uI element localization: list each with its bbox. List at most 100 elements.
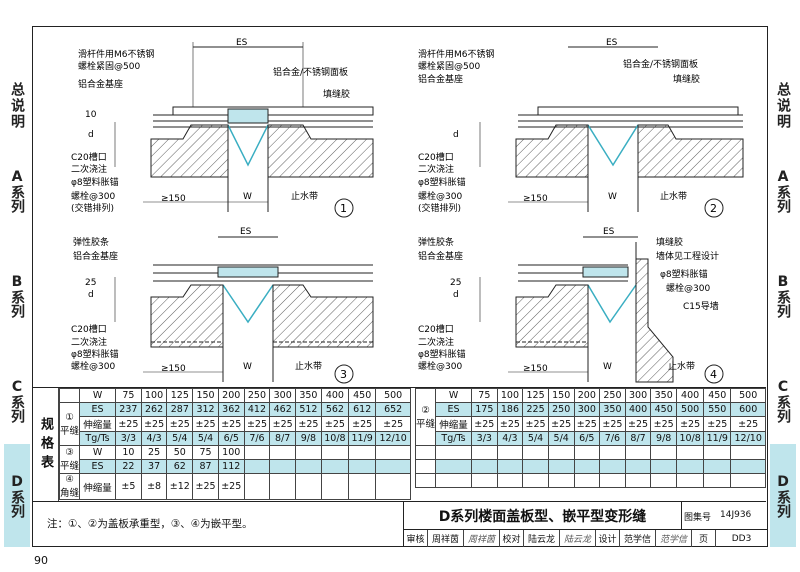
signature-row: 审核 周祥茵 周祥茵 校对 陆云龙 陆云龙 设计 范学信 范学信 页 DD3: [404, 530, 767, 547]
cell: 6/5: [217, 431, 245, 446]
cell: ±25: [243, 416, 271, 432]
cell: ±25: [624, 416, 652, 432]
series-c[interactable]: C系列: [9, 379, 25, 423]
note: 注：①、②为盖板承重型，③、④为嵌平型。: [47, 518, 253, 530]
label-rubber-strip: 弹性胶条: [418, 236, 454, 248]
label-anchor: φ8塑料胀锚: [71, 176, 119, 188]
label-rubber-strip: 弹性胶条: [73, 236, 109, 248]
dim-min150: ≥150: [523, 194, 548, 204]
series-general[interactable]: 总说明: [775, 82, 791, 130]
dim-min150: ≥150: [161, 194, 186, 204]
series-b[interactable]: B系列: [9, 274, 25, 318]
tag: [58, 388, 81, 403]
designer-name: 范学信: [620, 530, 656, 547]
label-base: 铝合金基座: [418, 73, 463, 85]
cell: 100: [496, 388, 524, 403]
spec-label: 规格表: [33, 388, 59, 502]
cell: ES: [79, 402, 117, 417]
cell: ES: [79, 459, 117, 474]
cell: 37: [140, 459, 168, 474]
cell: Tg/Ts: [435, 431, 473, 446]
label-anchor: φ8塑料胀锚: [418, 176, 466, 188]
cell: 7/6: [243, 431, 271, 446]
cell: 50: [166, 445, 194, 460]
label-base: 铝合金基座: [418, 250, 463, 262]
cell: ±25: [217, 473, 245, 500]
designer-label: 设计: [596, 530, 620, 547]
cell: 100: [217, 445, 245, 460]
cell: 9/8: [295, 431, 322, 446]
dim-10: 10: [85, 110, 97, 120]
series-a[interactable]: A系列: [9, 169, 25, 213]
cell: 10/8: [676, 431, 705, 446]
cell: 伸缩量: [79, 416, 117, 432]
cell: 5/4: [166, 431, 194, 446]
cell: Tg/Ts: [79, 431, 117, 446]
cell: ±25: [703, 416, 732, 432]
cell: 75: [192, 445, 219, 460]
cell: 250: [547, 402, 575, 417]
es-dim: ES: [240, 227, 252, 237]
cell: 262: [140, 402, 168, 417]
label-anchor-spacing: 螺栓@300: [418, 190, 462, 202]
cell: 6/5: [573, 431, 601, 446]
series-b[interactable]: B系列: [775, 274, 791, 318]
label-anchor: φ8塑料胀锚: [418, 348, 466, 360]
label-waterstop: 止水带: [291, 190, 318, 202]
cell: 250: [599, 388, 626, 403]
drawing-title: D系列楼面盖板型、嵌平型变形缝: [404, 502, 682, 530]
label-bolt-spacing: 螺栓紧固@500: [418, 60, 480, 72]
cell: 500: [375, 388, 411, 403]
cell: 62: [166, 459, 194, 474]
cell: 652: [375, 402, 411, 417]
series-general[interactable]: 总说明: [9, 82, 25, 130]
cell: ±25: [650, 416, 678, 432]
es-dim: ES: [603, 227, 615, 237]
cell: 12/10: [375, 431, 411, 446]
label-sealant: 填缝胶: [323, 88, 350, 100]
dim-w: W: [243, 192, 252, 202]
cell: 562: [320, 402, 350, 417]
cell: ±25: [676, 416, 705, 432]
series-c[interactable]: C系列: [775, 379, 791, 423]
cell: 175: [471, 402, 498, 417]
label-anchor-spacing: 螺栓@300: [418, 360, 462, 372]
label-anchor: φ8塑料胀锚: [71, 348, 119, 360]
label-anchor-spacing: 螺栓@300: [71, 360, 115, 372]
atlas-no: 14J936: [720, 510, 752, 520]
cell: 250: [243, 388, 271, 403]
label-sealant: 填缝胶: [673, 73, 700, 85]
cell: ±25: [140, 416, 168, 432]
series-d[interactable]: D系列: [4, 444, 30, 547]
page-label: 页: [692, 530, 716, 547]
cell: 125: [522, 388, 549, 403]
cell: ±12: [166, 473, 194, 500]
label-anchor-spacing-wall: 螺栓@300: [666, 282, 710, 294]
cell: ±25: [269, 416, 297, 432]
dim-d: d: [88, 130, 94, 140]
checker-name: 陆云龙: [524, 530, 560, 547]
cell: 10: [115, 445, 142, 460]
cell: 350: [599, 402, 626, 417]
cell: 462: [269, 402, 297, 417]
label-staggered: (交错排列): [71, 202, 114, 214]
cell: W: [435, 388, 473, 403]
cell: 5/4: [192, 431, 219, 446]
cell: 412: [243, 402, 271, 417]
cell: 4/3: [140, 431, 168, 446]
label-c20: C20槽口: [418, 151, 454, 163]
label-slider-bolt: 滑杆件用M6不锈钢: [78, 48, 155, 60]
cell: 550: [703, 402, 732, 417]
series-d[interactable]: D系列: [770, 444, 796, 547]
cell: 10/8: [320, 431, 350, 446]
label-c20: C20槽口: [418, 323, 454, 335]
series-a[interactable]: A系列: [775, 169, 791, 213]
cell: 12/10: [730, 431, 766, 446]
detail-2: ES 滑杆件用M6不锈钢 螺栓紧固@500 铝合金基座 铝合金/不锈钢面板 填缝…: [418, 38, 744, 218]
left-series-index: 总说明 A系列 B系列 C系列 D系列: [4, 26, 30, 547]
label-second-pour: 二次浇注: [418, 336, 454, 348]
dim-w: W: [243, 362, 252, 372]
